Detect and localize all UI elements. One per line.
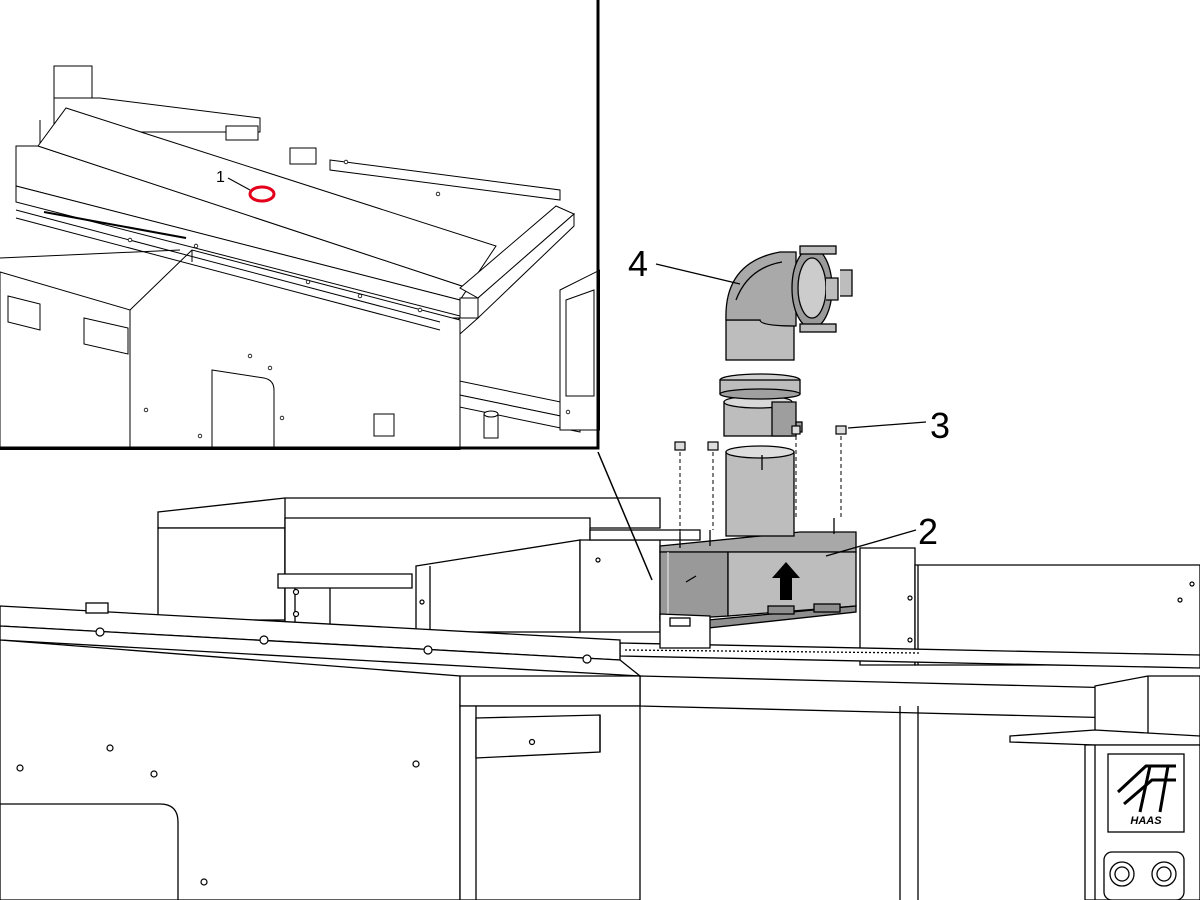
callout-3: 3 [847,405,950,446]
callout-2-label: 2 [918,511,938,552]
up-arrow-icon [772,562,800,600]
machine-enclosure [0,497,1200,900]
mounting-nuts [674,425,847,451]
riser-tube [725,445,795,537]
target-location-marker [248,185,276,203]
callout-1-label: 1 [216,169,225,186]
clamp-band [723,395,803,437]
callout-2: 2 [825,511,938,557]
inset-leader-line [597,451,653,581]
inset-detail-view [0,0,600,450]
haas-logo-icon: HAAS [1107,753,1185,833]
callout-4-label: 4 [628,243,648,284]
elbow-fitting [725,245,853,361]
assembly-guide-lines [679,436,842,532]
gasket-ring [719,373,801,400]
callout-4: 4 [628,243,741,285]
pendant-buttons [1103,851,1185,900]
duct-box [659,518,857,649]
callout-1: 1 [216,169,251,191]
machine-screws [16,557,1195,886]
logo-text: HAAS [1130,815,1162,827]
callout-3-label: 3 [930,405,950,446]
